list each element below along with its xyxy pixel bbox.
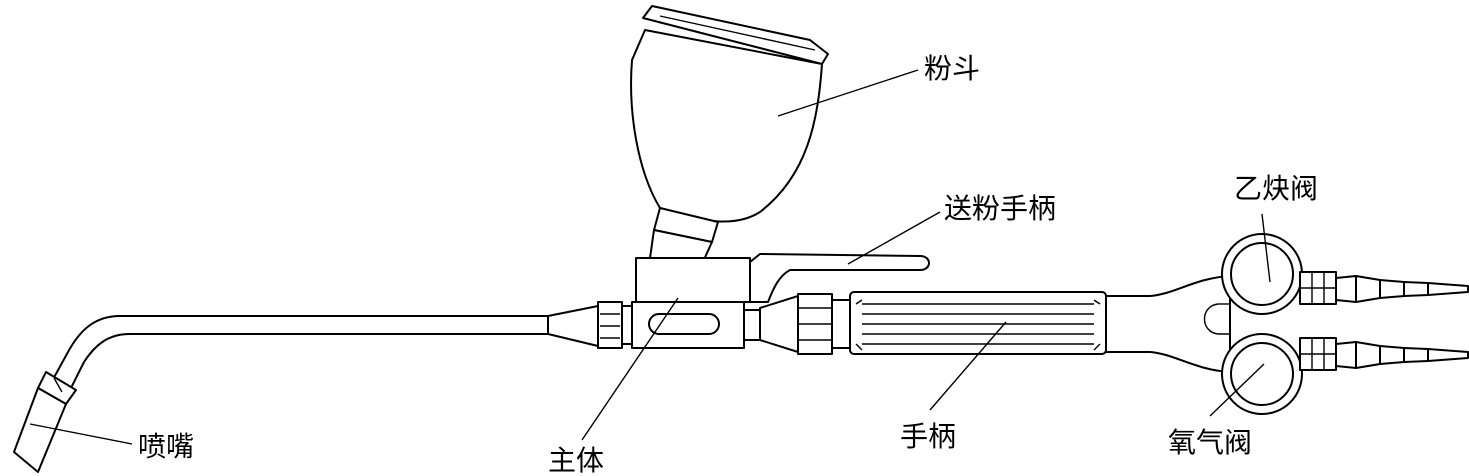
label-handle: 手柄	[900, 420, 956, 453]
label-main-body: 主体	[548, 444, 604, 476]
label-acetylene-valve: 乙炔阀	[1234, 172, 1318, 205]
label-oxygen-valve: 氧气阀	[1168, 426, 1252, 459]
valve-block	[1105, 275, 1231, 373]
leader-oxygen	[1209, 363, 1265, 417]
main-body	[631, 257, 799, 353]
label-powder-hopper: 粉斗	[924, 52, 980, 85]
leader-nozzle	[29, 423, 133, 445]
nozzle-tube	[45, 305, 599, 399]
acetylene-hose-fitting	[1299, 271, 1469, 305]
oxygen-hose-fitting	[1299, 337, 1469, 371]
nozzle-tip	[13, 371, 77, 473]
leader-acetylene	[1261, 213, 1271, 283]
acetylene-valve-knob	[1221, 233, 1303, 315]
powder-feed-lever	[749, 253, 930, 303]
leader-handle	[929, 321, 1007, 411]
leader-feed-handle	[847, 211, 941, 265]
oxygen-valve-knob	[1221, 333, 1303, 415]
front-nut	[597, 301, 637, 349]
label-powder-feed-handle: 送粉手柄	[944, 192, 1056, 225]
handle-grip	[849, 291, 1107, 355]
rear-nut	[797, 293, 851, 355]
leader-main-body	[581, 297, 679, 441]
leader-powder-hopper	[777, 69, 919, 117]
powder-hopper	[630, 5, 829, 270]
label-nozzle: 喷嘴	[138, 430, 194, 463]
